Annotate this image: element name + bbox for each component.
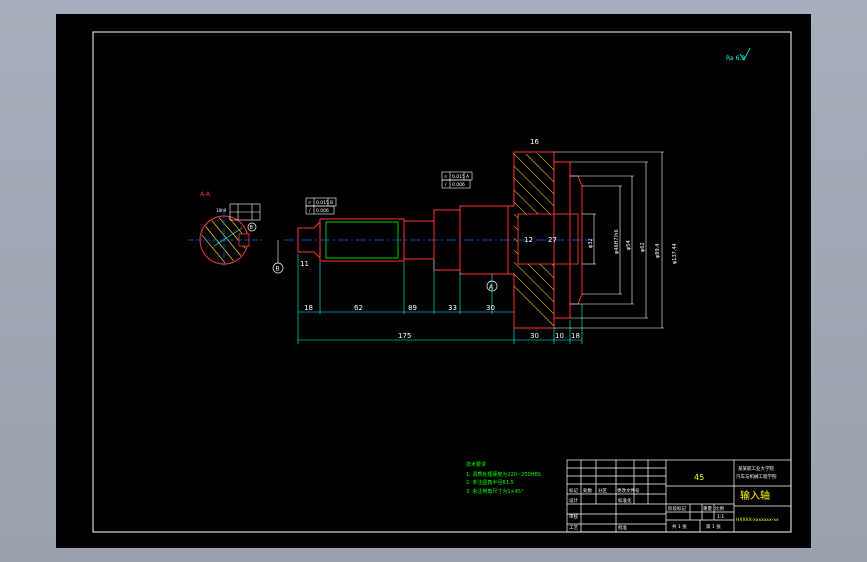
roughness-text: Ra 6.3 xyxy=(726,55,745,62)
svg-text:φ62: φ62 xyxy=(640,242,646,252)
drawing-sheet: Ra 6.3 A-A 18h9 xyxy=(56,14,811,548)
dim-18b: 18 xyxy=(571,332,580,340)
section-view-a-a: A-A 18h9 xyxy=(188,191,262,268)
tech-req-heading: 技术要求 xyxy=(466,461,486,468)
tb-school-2: 汽车与机械工程学院 xyxy=(736,473,777,480)
svg-text:φ46H7/h6: φ46H7/h6 xyxy=(614,229,620,254)
technical-requirements: 技术要求 1. 调质处理硬度为220~250HBS 2. 未注圆角半径R1.5 … xyxy=(466,461,541,495)
dim-12: 12 xyxy=(524,236,533,244)
dim-18: 18 xyxy=(304,304,313,312)
tb-sheet-total: 共 1 张 xyxy=(672,523,687,530)
tolerance-frame-3 xyxy=(305,197,337,215)
dim-10: 10 xyxy=(555,332,564,340)
tol1-sym: ⌭ xyxy=(444,175,448,180)
dim-30a: 30 xyxy=(486,304,495,312)
tb-change-doc: 更改文件号 xyxy=(617,487,640,494)
tol3-sym: ⌭ xyxy=(308,201,312,206)
tech-req-2: 2. 未注圆角半径R1.5 xyxy=(466,479,514,486)
svg-text:φ54: φ54 xyxy=(626,240,632,250)
dim-62: 62 xyxy=(354,304,363,312)
tb-scale: 1:1 xyxy=(717,514,724,520)
tb-scale-header: 比例 xyxy=(715,505,724,512)
tb-marker: 标记 xyxy=(569,487,578,494)
tb-sheet-no: 第 1 张 xyxy=(706,523,721,530)
roughness-symbol: Ra 6.3 xyxy=(726,47,751,62)
tol2-val: 0.006 xyxy=(452,182,465,188)
svg-text:18h9: 18h9 xyxy=(216,208,227,213)
tol4-sym: / xyxy=(309,208,311,214)
svg-text:B: B xyxy=(276,266,280,273)
dim-16: 16 xyxy=(530,138,539,146)
tolerance-frame-1 xyxy=(441,171,473,189)
drawing-frame xyxy=(92,31,792,533)
tol3-val: 0.015 xyxy=(316,200,329,206)
tb-designer: 设计 xyxy=(569,497,578,504)
svg-text:φ89.4: φ89.4 xyxy=(655,244,661,258)
tb-zone: 分区 xyxy=(598,487,607,494)
dim-30b: 30 xyxy=(530,332,539,340)
tb-approve: 批准 xyxy=(618,524,627,531)
tb-weight: 重量 xyxy=(703,505,712,512)
dim-11: 11 xyxy=(300,260,309,268)
inner-bore xyxy=(517,213,579,265)
tb-count: 处数 xyxy=(583,487,592,494)
section-label: A-A xyxy=(200,191,211,198)
dim-33: 33 xyxy=(448,304,457,312)
datum-b-label: B xyxy=(250,225,254,231)
title-block xyxy=(566,459,792,533)
tb-process: 工艺 xyxy=(569,525,578,531)
tb-stage: 阶段标记 xyxy=(668,505,686,512)
tb-drawing-no: HXXXX-xxxxxxx-xx xyxy=(736,517,779,523)
tb-school-1: 某某职工业大学院 xyxy=(738,465,774,472)
tol4-val: 0.006 xyxy=(316,208,329,214)
dim-175: 175 xyxy=(398,332,411,340)
tol1-val: 0.015 xyxy=(452,174,465,180)
dim-89: 89 xyxy=(408,304,417,312)
dim-27: 27 xyxy=(548,236,557,244)
tol2-sym: / xyxy=(445,182,447,188)
svg-text:φ137.44: φ137.44 xyxy=(672,243,678,264)
tol1-ref: A xyxy=(466,174,470,180)
datum-a-label: A xyxy=(489,284,494,291)
tech-req-3: 3. 未注倒角尺寸为1×45° xyxy=(466,488,524,495)
shaft-drawing: Ra 6.3 A-A 18h9 xyxy=(92,31,792,533)
svg-text:φ32: φ32 xyxy=(588,238,594,248)
tb-review: 审核 xyxy=(569,513,578,520)
tb-standardization: 标准化 xyxy=(618,497,632,504)
tb-material: 45 xyxy=(694,473,704,482)
tb-part-name: 输入轴 xyxy=(740,489,770,502)
tech-req-1: 1. 调质处理硬度为220~250HBS xyxy=(466,471,541,478)
tol3-ref: B xyxy=(330,200,333,206)
